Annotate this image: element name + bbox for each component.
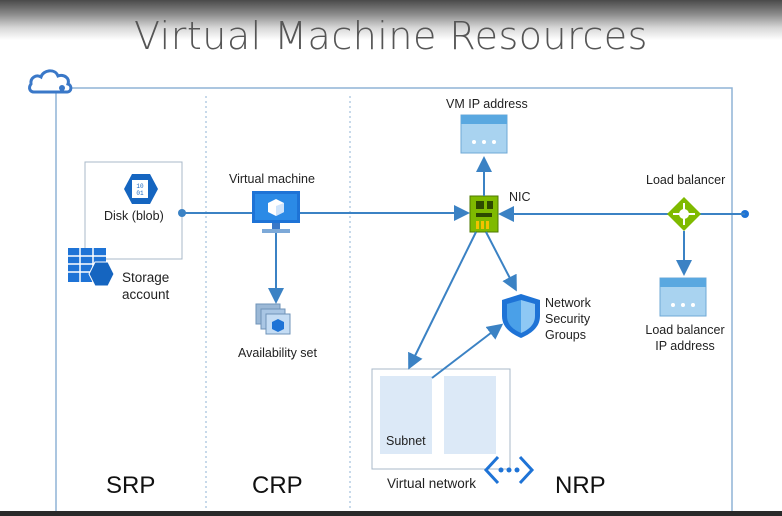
- disk-icon: 10 01: [124, 174, 158, 204]
- subnet-box-1: [380, 376, 432, 454]
- svg-text:10: 10: [136, 183, 144, 190]
- virtual-network-icon: [483, 455, 535, 485]
- subnet-nsg-link: [431, 323, 504, 379]
- subnet-box-2: [444, 376, 496, 454]
- cloud-icon: [28, 69, 73, 94]
- provider-srp: SRP: [106, 472, 156, 499]
- vm-ip-icon: [460, 114, 508, 154]
- load-balancer-label: Load balancer: [646, 173, 726, 187]
- storage-account-icon: [68, 248, 115, 287]
- storage-label-line2: account: [122, 287, 170, 302]
- disk-label: Disk (blob): [104, 209, 164, 223]
- nsg-label-line1: Network: [545, 296, 591, 310]
- storage-label-line1: Storage: [122, 270, 170, 285]
- nic-subnet-link: [408, 231, 477, 370]
- lb-ip-label-line1: Load balancer: [645, 323, 725, 337]
- vm-label: Virtual machine: [229, 172, 315, 186]
- virtual-machine-icon: [252, 191, 300, 233]
- nsg-label-line2: Security: [545, 312, 591, 326]
- availability-set-icon: [255, 303, 291, 335]
- vm-ip-label: VM IP address: [446, 97, 528, 111]
- bottom-bar: [0, 511, 782, 516]
- top-gradient-bar: [0, 0, 782, 40]
- load-balancer-icon: [667, 197, 701, 231]
- nsg-shield-icon: [502, 294, 540, 338]
- nic-icon: [469, 195, 499, 233]
- availability-label: Availability set: [238, 346, 317, 360]
- nic-nsg-link: [485, 231, 517, 292]
- nsg-label-line3: Groups: [545, 328, 586, 342]
- lb-ip-icon: [659, 277, 707, 317]
- subnet-label: Subnet: [386, 434, 426, 448]
- provider-nrp: NRP: [555, 472, 606, 499]
- svg-text:01: 01: [136, 190, 144, 197]
- lb-ip-label-line2: IP address: [655, 339, 715, 353]
- virtual-network-label: Virtual network: [387, 476, 477, 491]
- provider-crp: CRP: [252, 472, 303, 499]
- slide-title: Virtual Machine Resources: [134, 14, 648, 58]
- nic-label: NIC: [509, 190, 531, 204]
